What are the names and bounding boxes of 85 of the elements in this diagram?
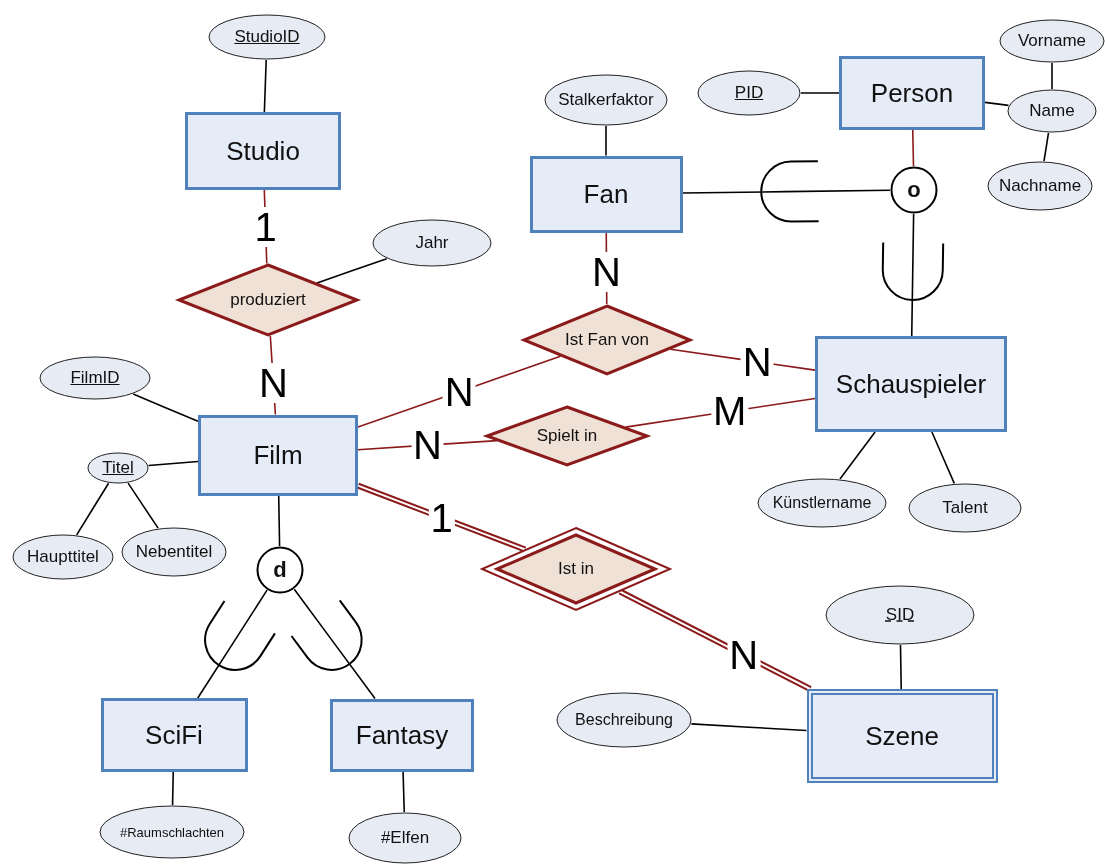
attribute-name: Stalkerfaktor	[558, 90, 654, 110]
connector-line	[1051, 62, 1053, 90]
entity-box	[185, 112, 341, 190]
relationship-diamond	[485, 405, 649, 467]
attribute-name: FilmID	[70, 368, 120, 388]
connector-line	[75, 482, 110, 536]
attribute-ellipse	[99, 805, 245, 859]
attribute-name: StudioID	[234, 27, 300, 47]
connector-line	[1043, 132, 1050, 162]
weak-entity-box	[806, 689, 998, 783]
connector-line	[147, 460, 199, 467]
relationship-name: produziert	[230, 290, 306, 310]
subclass-connector	[681, 189, 891, 194]
attribute-name: Nachname	[998, 176, 1082, 196]
connector-line	[277, 494, 281, 547]
specialization-circle	[890, 166, 938, 214]
subclass-connector	[196, 589, 268, 699]
connector-line	[263, 59, 267, 113]
relationship-diamond	[522, 304, 692, 376]
subclass-connector	[910, 213, 915, 337]
attribute-ellipse	[372, 219, 492, 267]
entity-box	[330, 698, 474, 772]
connector-line	[127, 482, 159, 529]
specialization-type: d	[273, 557, 287, 583]
attribute-ellipse	[697, 70, 801, 116]
attribute-name: PID	[734, 83, 764, 103]
connector-line	[605, 125, 607, 157]
connector-line	[899, 644, 902, 690]
entity-box	[100, 698, 248, 772]
connector-line	[402, 770, 406, 813]
attribute-name: Nebentitel	[135, 542, 213, 562]
attribute-ellipse	[208, 14, 326, 60]
connector-line	[316, 257, 388, 284]
connector-line	[690, 723, 808, 732]
entity-box	[198, 414, 358, 496]
attribute-name: Jahr	[415, 233, 449, 253]
entity-box	[529, 155, 683, 233]
attribute-name: Vorname	[1017, 31, 1086, 51]
attribute-ellipse	[12, 534, 114, 580]
connector-line	[911, 129, 915, 167]
entity-name: Person	[870, 77, 954, 109]
relationship-name: Ist Fan von	[564, 330, 650, 350]
attribute-name: SID	[885, 605, 915, 625]
attribute-ellipse	[348, 812, 462, 864]
connector-line	[132, 393, 199, 423]
specialization-type: o	[907, 177, 921, 203]
attribute-ellipse	[544, 74, 668, 126]
attribute-name: Name	[1029, 101, 1075, 121]
attribute-name: Beschreibung	[575, 711, 673, 729]
connector-line	[800, 92, 840, 94]
attribute-name: #Elfen	[380, 828, 430, 848]
attribute-name: Titel	[102, 458, 134, 478]
entity-box	[815, 336, 1007, 432]
entity-name: Studio	[226, 135, 300, 167]
relationship-name: Spielt in	[536, 426, 598, 446]
attribute-ellipse	[825, 585, 975, 645]
attribute-ellipse	[121, 527, 227, 577]
attribute-ellipse	[39, 356, 151, 400]
connector-line	[839, 431, 876, 480]
attribute-name: Talent	[942, 498, 988, 518]
attribute-ellipse	[999, 19, 1105, 63]
attribute-name: Künstlername	[772, 494, 872, 512]
attribute-ellipse	[1007, 89, 1097, 133]
relationship-name: Ist in	[558, 559, 594, 579]
connector-line	[171, 771, 175, 806]
connector-line	[984, 101, 1010, 107]
connector-line	[931, 431, 956, 485]
entity-name: Fan	[583, 178, 629, 210]
entity-name: Schauspieler	[835, 368, 987, 400]
attribute-name: #Raumschlachten	[119, 824, 225, 840]
relationship-diamond	[177, 263, 359, 337]
entity-box	[839, 56, 985, 130]
entity-name: Film	[253, 439, 303, 471]
attribute-ellipse	[87, 452, 149, 484]
weak-relationship-diamond	[481, 527, 671, 611]
attribute-ellipse	[908, 483, 1022, 533]
attribute-ellipse	[987, 161, 1093, 211]
attribute-ellipse	[556, 692, 692, 748]
attribute-name: Haupttitel	[27, 547, 99, 567]
entity-name: Fantasy	[355, 719, 449, 751]
entity-name: SciFi	[145, 719, 203, 751]
specialization-circle	[256, 546, 304, 594]
entity-name: Szene	[865, 720, 939, 752]
subclass-connector	[293, 588, 376, 700]
attribute-ellipse	[757, 478, 887, 528]
